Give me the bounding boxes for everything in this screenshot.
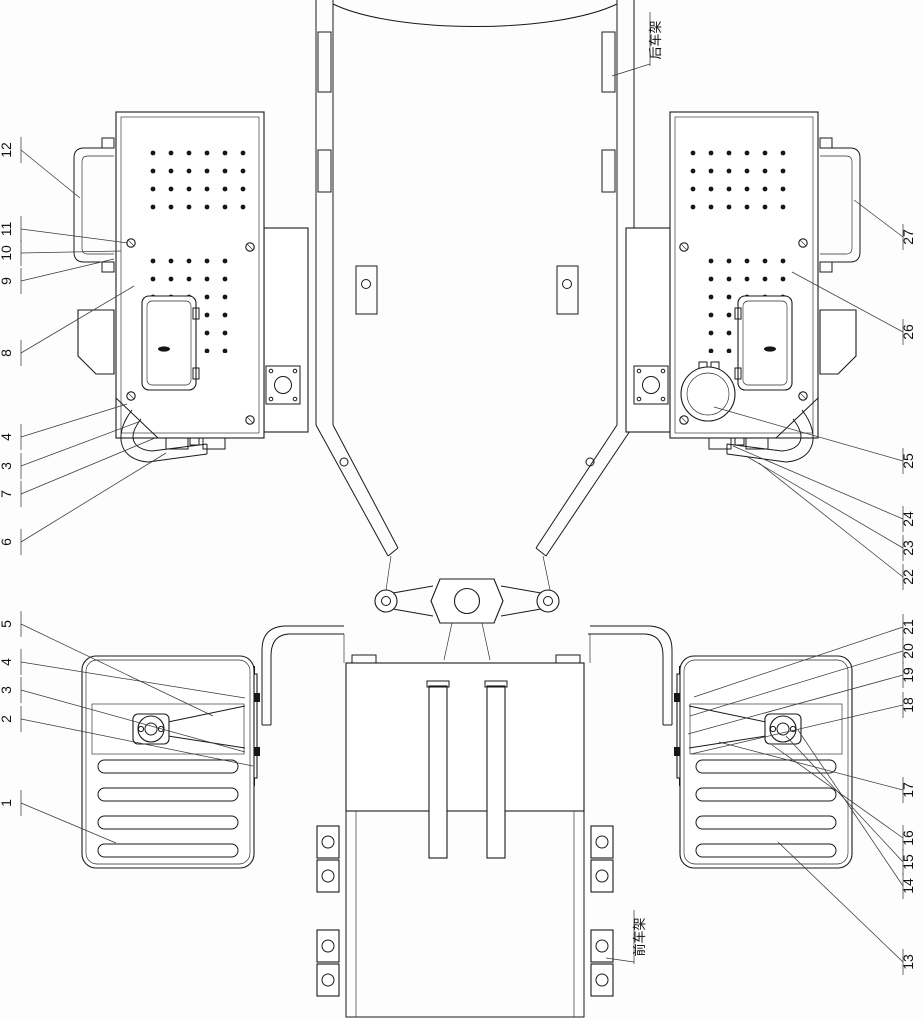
callout-11: 11 [0, 222, 14, 237]
screw-fasteners [126, 238, 255, 425]
callout-8: 8 [0, 349, 14, 357]
callouts-right: 27 26 25 24 23 22 21 20 19 18 17 16 15 1… [687, 199, 916, 975]
callout-10: 10 [0, 245, 14, 261]
right-mount-plate [625, 227, 671, 433]
door-hinge [734, 367, 742, 380]
left-fender [81, 655, 255, 869]
door-hinge [192, 367, 200, 380]
left-fender-linkage [132, 705, 246, 749]
callout-7: 7 [0, 490, 14, 498]
right-access-door [734, 295, 793, 391]
front-frame [261, 625, 673, 1018]
left-access-door [141, 295, 200, 391]
pivot-flange [769, 715, 797, 743]
pivot-flange [137, 715, 165, 743]
right-fender-slots [695, 759, 837, 858]
box-foot [708, 437, 732, 450]
callout-3a: 3 [0, 462, 14, 470]
fender-bracket-zone [91, 703, 245, 755]
front-lower-body [345, 810, 585, 1018]
rear-frame [315, 0, 635, 591]
side-brackets [316, 825, 614, 997]
right-lug [536, 589, 560, 613]
left-ear-outer [261, 625, 344, 725]
callout-25: 25 [900, 453, 916, 469]
boom-plate [428, 685, 448, 859]
callout-9: 9 [0, 277, 14, 285]
label-rear-frame: 后车架 [648, 20, 664, 59]
screw-fasteners [679, 238, 808, 425]
callout-26: 26 [900, 324, 916, 340]
callout-23: 23 [900, 540, 916, 556]
left-mount-plate [263, 227, 309, 433]
right-fender-assembly [674, 655, 853, 869]
callout-16: 16 [900, 830, 916, 846]
vent-hole-grid [687, 143, 789, 217]
body-bump [351, 654, 377, 664]
box-foot [745, 437, 769, 450]
rail-plate [317, 31, 332, 93]
right-tow-hook [726, 409, 814, 463]
callout-17: 17 [900, 782, 916, 798]
door-handle-slot [158, 346, 170, 352]
callout-14: 14 [900, 878, 916, 894]
callout-2: 2 [0, 715, 14, 723]
rail-plate [601, 149, 616, 193]
callout-4a: 4 [0, 433, 14, 441]
frame-labels: 后车架 前车架 [605, 12, 664, 964]
callout-20: 20 [900, 643, 916, 659]
right-side-plate [819, 309, 857, 375]
door-handle-slot [764, 346, 776, 352]
callout-24: 24 [900, 511, 916, 527]
callout-27: 27 [900, 229, 916, 245]
right-electrical-box [625, 111, 861, 463]
callout-22: 22 [900, 569, 916, 585]
cross-tab [556, 265, 579, 315]
label-front-frame: 前车架 [632, 917, 648, 956]
vent-hole-grid [145, 143, 247, 217]
left-fender-slots [97, 759, 239, 858]
cross-tab [355, 265, 378, 315]
callout-1: 1 [0, 799, 14, 807]
right-fender [679, 655, 853, 869]
left-handle [73, 137, 115, 273]
callouts-left: 12 11 10 9 8 4 3 7 6 5 4 3 2 1 [0, 137, 254, 844]
door-hinge [192, 307, 200, 320]
callout-3b: 3 [0, 686, 14, 694]
callout-19: 19 [900, 667, 916, 683]
frame-top-curve [332, 3, 618, 27]
rail-plate [601, 31, 616, 93]
body-bump [555, 654, 581, 664]
left-ear-inner [270, 633, 344, 725]
callout-15: 15 [900, 854, 916, 870]
callout-18: 18 [900, 697, 916, 713]
right-handle [819, 137, 861, 273]
callout-21: 21 [900, 619, 916, 635]
hitch-pin-hole [453, 587, 481, 615]
box-chamfer [775, 397, 819, 439]
callout-13: 13 [900, 954, 916, 970]
left-tow-hook [120, 409, 208, 463]
articulation-joint [374, 578, 560, 661]
left-electrical-box [73, 111, 309, 463]
box-foot [202, 437, 226, 450]
left-side-plate [77, 309, 115, 375]
box-foot [165, 437, 189, 450]
boom-plate [486, 685, 506, 859]
callout-4b: 4 [0, 658, 14, 666]
box-chamfer [115, 397, 159, 439]
left-lug [374, 589, 398, 613]
round-port [680, 361, 736, 422]
rail-plate [317, 149, 332, 193]
callout-5: 5 [0, 620, 14, 628]
front-body [345, 662, 585, 812]
right-ear-inner [588, 633, 664, 725]
left-fender-assembly [81, 655, 260, 869]
right-fender-linkage [688, 705, 802, 749]
callout-12: 12 [0, 142, 14, 158]
door-hinge [734, 307, 742, 320]
callout-6: 6 [0, 538, 14, 546]
right-ear-outer [590, 625, 673, 725]
